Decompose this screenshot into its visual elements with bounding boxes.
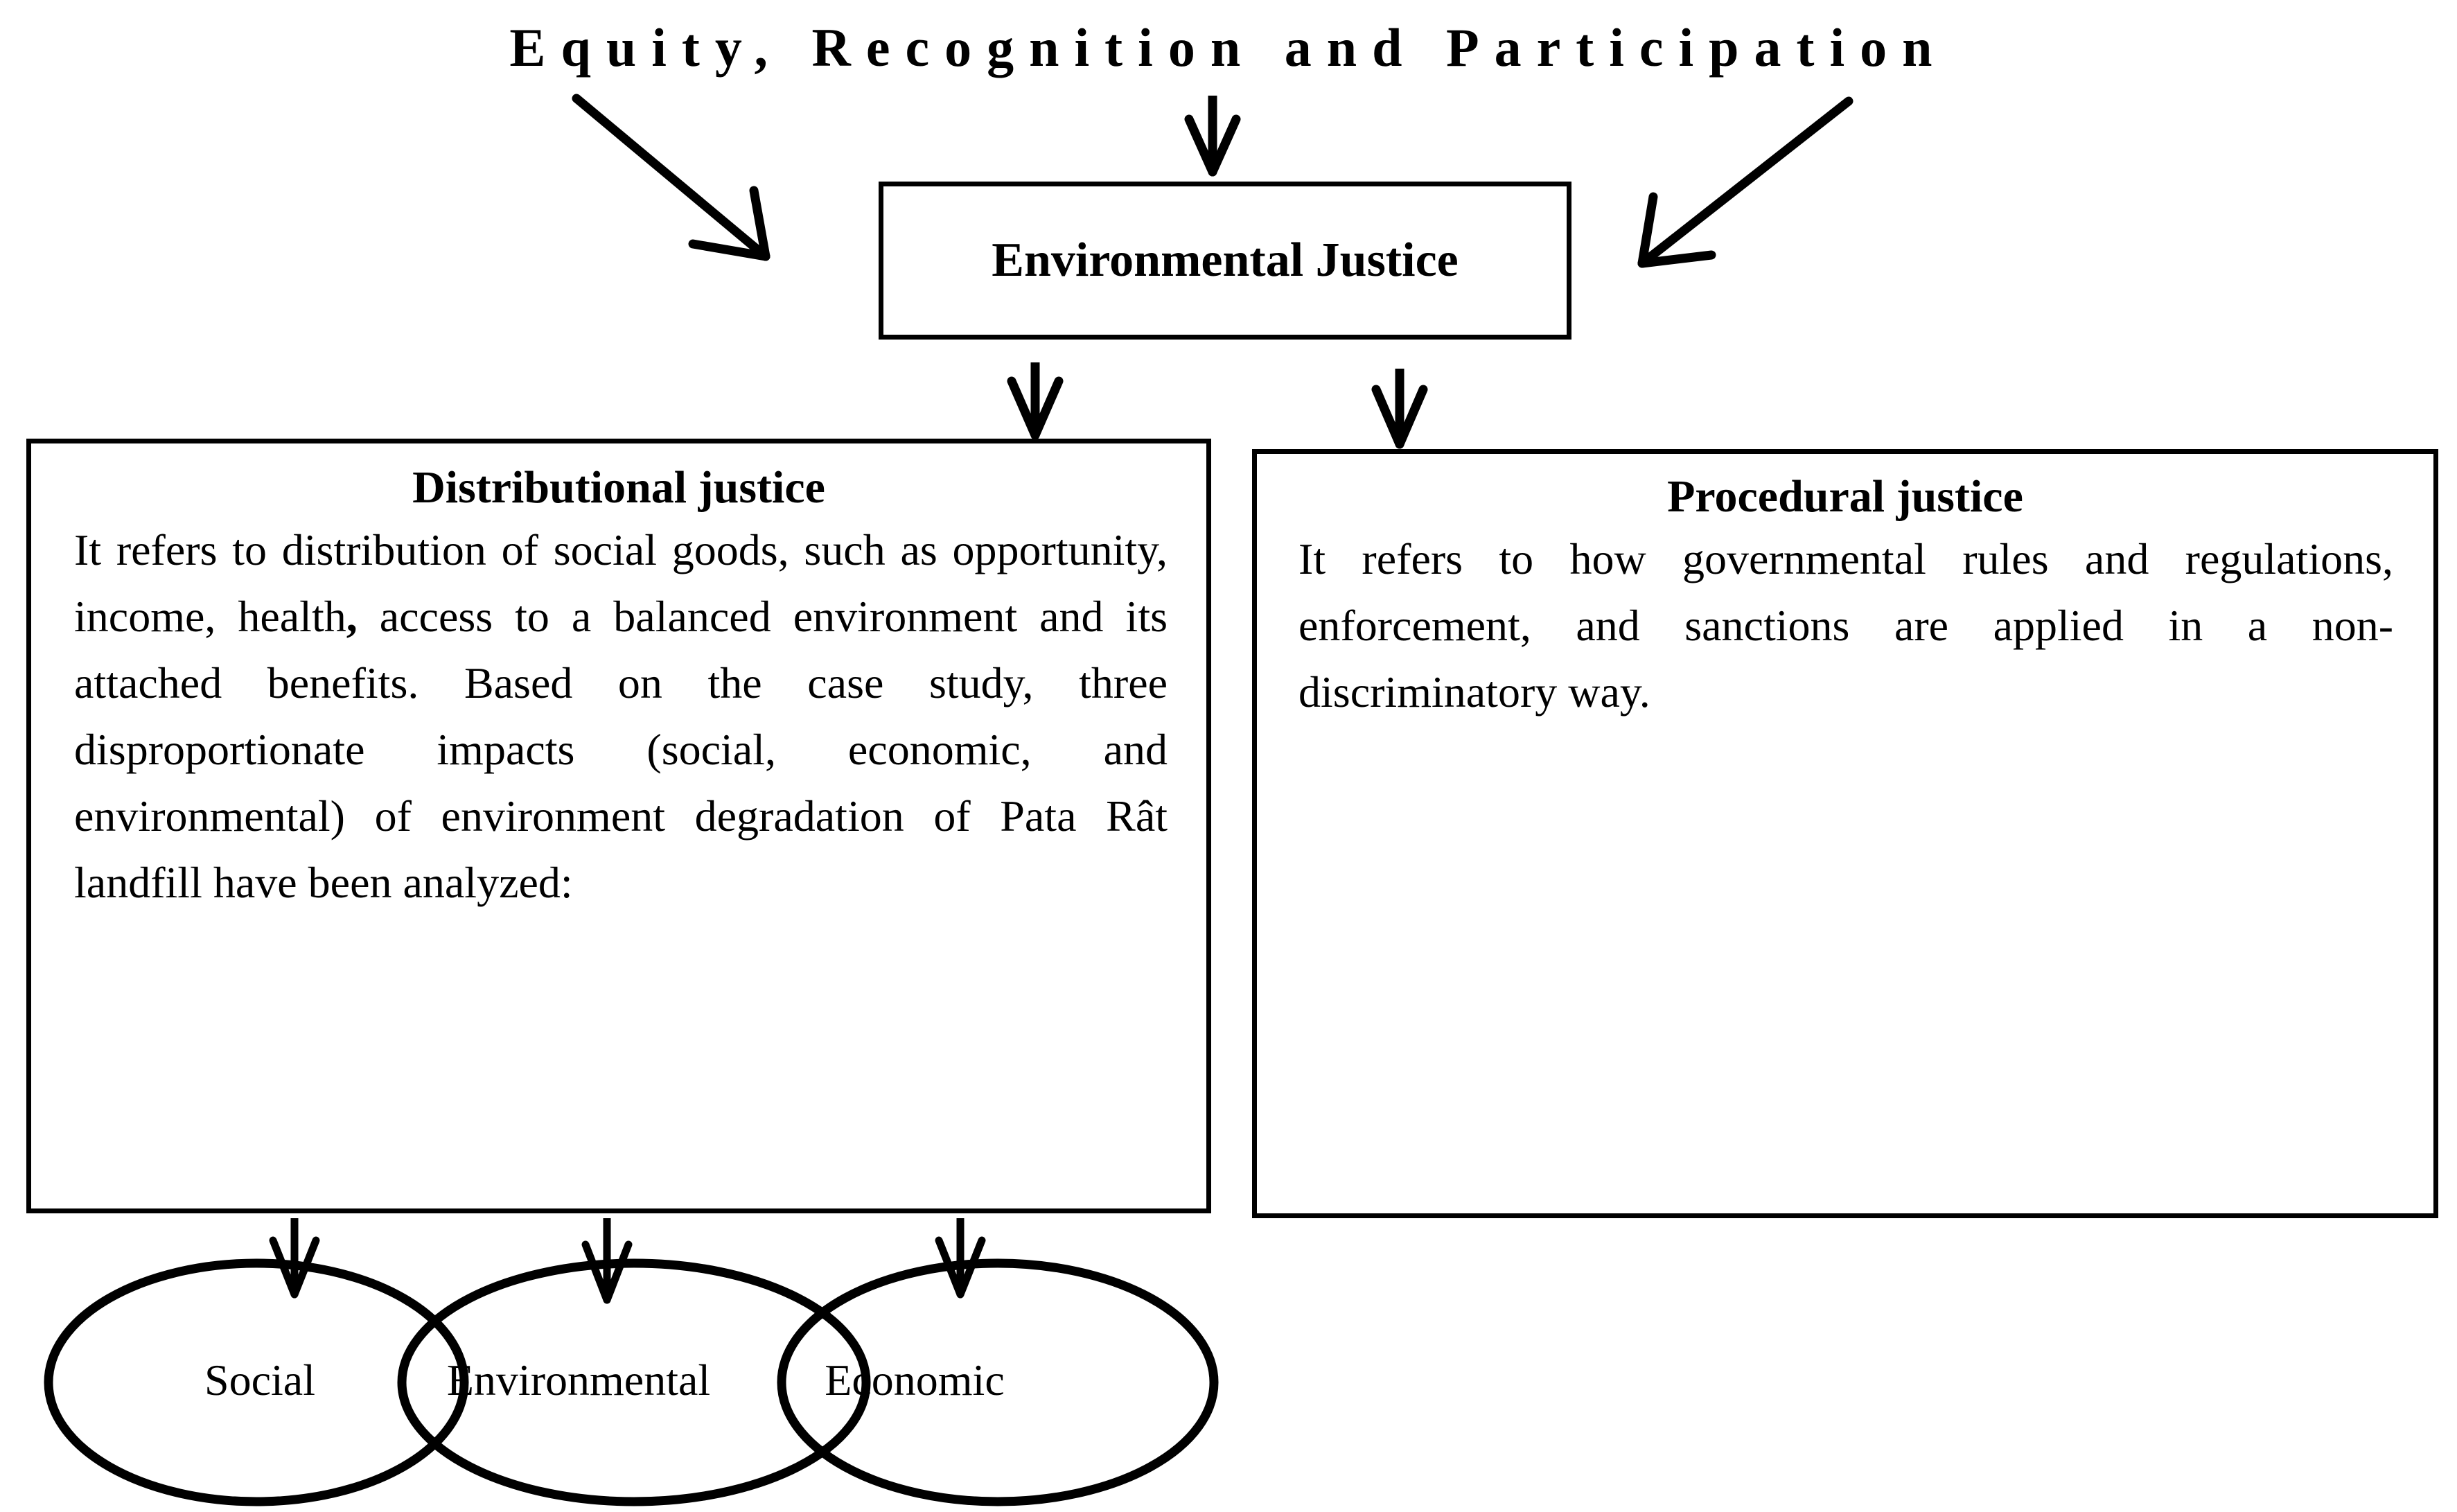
dist-body-bold-comma: , — [346, 591, 358, 641]
distributional-justice-heading: Distributional justice — [412, 462, 825, 513]
arrow-title-to-ej-center — [1184, 96, 1241, 177]
page-title: Equity, Recognition and Participation — [509, 17, 1948, 78]
arrow-title-to-ej-right — [1637, 96, 1853, 268]
venn-label-economic: Economic — [825, 1355, 1005, 1405]
procedural-justice-body: It refers to how governmental rules and … — [1298, 534, 2393, 717]
venn-label-social: Social — [204, 1355, 315, 1405]
arrow-ej-to-distributional — [1007, 362, 1064, 440]
environmental-justice-box: Environmental Justice — [879, 182, 1571, 340]
venn-ellipse-social — [44, 1258, 469, 1506]
procedural-justice-box: Procedural justice It refers to how gove… — [1252, 449, 2438, 1218]
arrow-ej-to-procedural — [1371, 369, 1428, 449]
impacts-venn-diagram: Social Environmental Economic — [42, 1254, 1219, 1512]
arrow-title-to-ej-left — [572, 94, 770, 261]
venn-ellipse-environmental — [397, 1258, 871, 1506]
procedural-justice-heading: Procedural justice — [1667, 471, 2023, 522]
dist-body-part-2: access to a balanced environment and its… — [74, 591, 1168, 907]
distributional-justice-box: Distributional justice It refers to dist… — [26, 439, 1211, 1213]
environmental-justice-label: Environmental Justice — [992, 234, 1459, 287]
distributional-justice-body: It refers to distribution of social good… — [31, 517, 1206, 916]
venn-ellipse-economic — [777, 1258, 1219, 1506]
venn-ellipse-shapes — [44, 1258, 1219, 1506]
venn-label-environmental: Environmental — [446, 1355, 711, 1405]
dist-body-part-1: It refers to distribution of social good… — [74, 525, 1168, 641]
